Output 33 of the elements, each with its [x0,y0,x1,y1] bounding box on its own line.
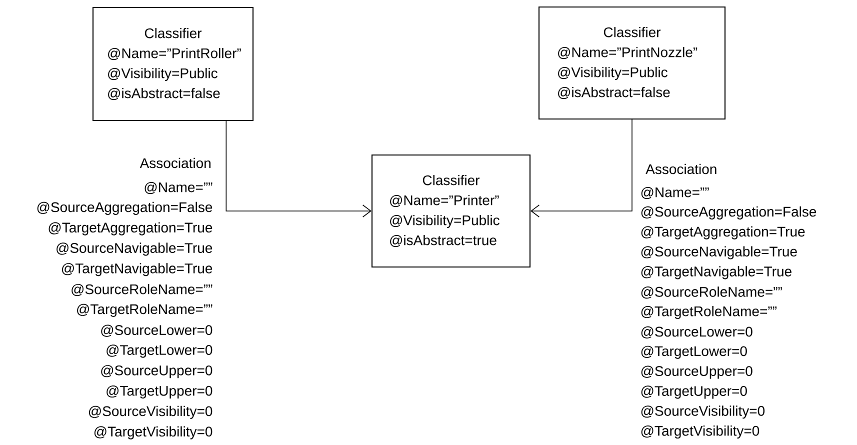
attribute-text: @TargetNavigable=True [62,263,212,276]
attribute-text: @SourceRoleName=”” [641,286,782,299]
edge-label: Association [646,164,716,174]
attribute-text: @TargetLower=0 [641,346,747,359]
attribute-text: @TargetRoleName=”” [77,304,212,317]
attribute-text: @TargetRoleName=”” [641,306,776,320]
attribute-text: @TargetVisibility=0 [94,426,212,440]
attribute-text: @TargetNavigable=True [641,266,792,280]
attribute-text: @SourceVisibility=0 [641,406,765,419]
attribute-text: @Name=”” [144,182,212,194]
attribute-text: @SourceLower=0 [641,326,752,338]
class-box: Classifier @Name=”PrintRoller” @Visibility=Public @isAbstract=false [92,6,254,122]
attribute-text: @SourceUpper=0 [641,366,752,379]
attribute-text: @SourceRoleName=”” [72,284,212,296]
attribute-text: @SourceAggregation=False [37,202,212,215]
class-box: Classifier @Name=”Printer” @Visibility=Public @isAbstract=true [371,154,531,268]
attribute-text: @SourceNavigable=True [56,242,212,256]
attribute-text: @Name=”” [641,186,709,200]
attribute-text: @TargetLower=0 [106,344,212,358]
class-box: Classifier @Name=”PrintNozzle” @Visibility=Public @isAbstract=false [538,6,726,120]
attribute-text: @TargetAggregation=True [48,222,212,236]
attribute-text: @TargetUpper=0 [106,385,212,399]
attribute-text: @SourceLower=0 [101,324,212,337]
attribute-text: @TargetAggregation=True [641,226,805,240]
attribute-text: @TargetVisibility=0 [641,426,760,439]
attribute-text: @SourceVisibility=0 [89,406,212,419]
edge-label: Association [140,158,210,168]
attribute-text: @SourceNavigable=True [641,246,797,260]
association-arrow [530,119,632,218]
attribute-text: @SourceUpper=0 [101,365,212,378]
association-arrow [226,120,372,218]
attribute-text: @TargetUpper=0 [641,386,747,399]
attribute-text: @SourceAggregation=False [641,206,816,220]
